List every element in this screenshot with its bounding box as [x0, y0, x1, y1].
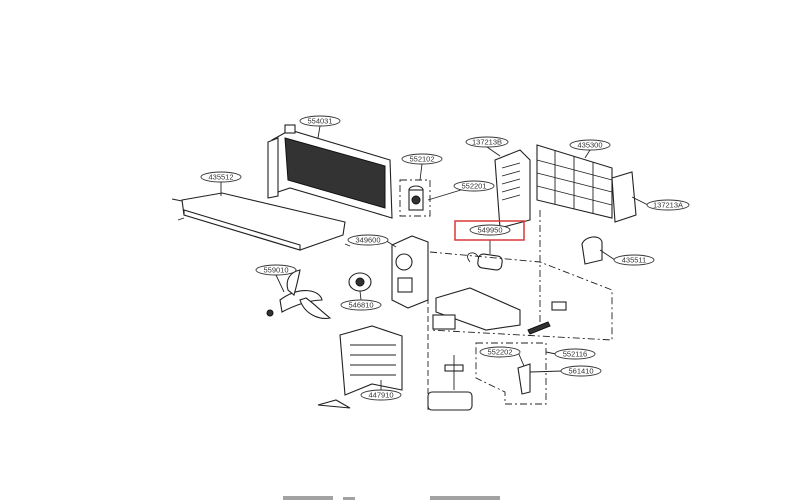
callout-447910[interactable]: 447910 [360, 389, 402, 401]
callout-549950[interactable]: 549950 [469, 224, 511, 236]
callout-546810[interactable]: 546810 [340, 299, 382, 311]
callout-label: 435511 [622, 256, 646, 265]
callout-label: 552201 [461, 182, 486, 191]
callout-label: 552102 [409, 155, 434, 164]
callout-label: 447910 [368, 391, 393, 400]
callout-554031[interactable]: 554031 [299, 115, 341, 127]
callout-label: 559010 [263, 266, 288, 275]
callout-435512[interactable]: 435512 [200, 171, 242, 183]
callout-349600[interactable]: 349600 [347, 234, 389, 246]
reactor-part[interactable] [475, 342, 547, 405]
control-box-part[interactable] [429, 251, 613, 341]
callout-label: 552202 [487, 348, 512, 357]
callout-137213A[interactable]: 137213A [646, 199, 690, 211]
callout-label: 435300 [577, 141, 602, 150]
handle-part[interactable] [581, 236, 603, 265]
callout-552102[interactable]: 552102 [401, 153, 443, 165]
callout-552202[interactable]: 552202 [479, 346, 521, 358]
callout-label: 349600 [355, 236, 380, 245]
callout-435300[interactable]: 435300 [569, 139, 611, 151]
highlight-box [454, 220, 525, 241]
callout-label: 554031 [307, 117, 332, 126]
callout-561410[interactable]: 561410 [560, 365, 602, 377]
callout-559010[interactable]: 559010 [255, 264, 297, 276]
condenser-coil-part[interactable] [267, 124, 393, 219]
compressor-part[interactable] [427, 355, 473, 411]
callout-label: 137213B [472, 138, 502, 147]
callout-label: 137213A [653, 201, 683, 210]
callout-552116[interactable]: 552116 [554, 348, 596, 360]
callout-label: 561410 [568, 367, 593, 376]
fan-motor-part[interactable] [348, 272, 372, 292]
motor-bracket-part[interactable] [391, 235, 429, 410]
partition-plate-part[interactable] [317, 325, 403, 409]
leader-lines [220, 125, 649, 390]
callout-label: 435512 [208, 173, 233, 182]
side-panel-part[interactable] [494, 149, 531, 229]
rear-grille-part[interactable] [536, 144, 637, 330]
capacitor-part[interactable] [467, 252, 503, 271]
base-pan-part[interactable] [171, 192, 351, 251]
callout-label: 552116 [563, 350, 587, 359]
callout-label: 549950 [477, 226, 502, 235]
valve-part-552102[interactable] [399, 179, 431, 217]
callout-552201[interactable]: 552201 [453, 180, 495, 192]
callout-label: 546810 [348, 301, 373, 310]
cropped-caption [283, 496, 500, 500]
propeller-fan-part[interactable] [266, 269, 332, 319]
callout-137213B[interactable]: 137213B [465, 136, 509, 148]
callout-435511[interactable]: 435511 [613, 254, 655, 266]
